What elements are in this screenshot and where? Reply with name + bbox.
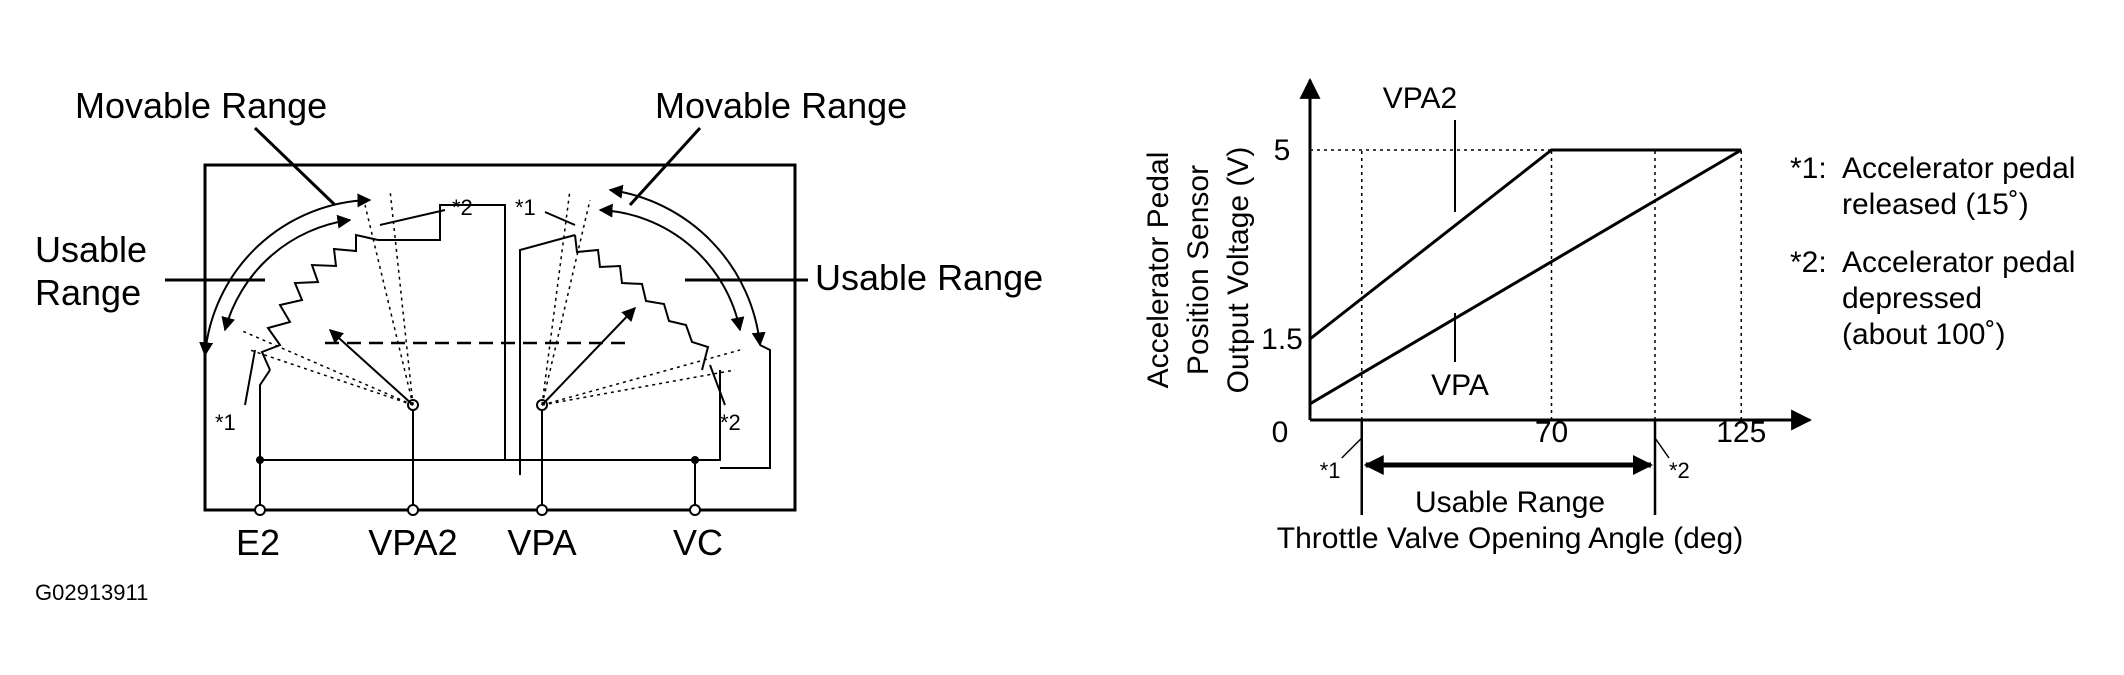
movable-range-label-right: Movable Range [655, 85, 907, 126]
sensor-circuit-diagram: E2 VPA2 VPA VC Movable Range Movable Ran… [35, 85, 1043, 563]
movable-range-arc-left [199, 193, 372, 357]
series-line-vpa2 [1309, 148, 1742, 341]
leader-star1-left [244, 349, 256, 406]
terminal-label-vpa: VPA [507, 522, 576, 563]
star2-label-right: *2 [720, 410, 741, 435]
junction-e2 [256, 456, 264, 464]
marker-leader-1 [1341, 437, 1363, 459]
junction-vc [691, 456, 699, 464]
x-tick-label-0: 0 [1272, 416, 1289, 449]
x-tick-label-125: 125 [1716, 416, 1766, 449]
leader-star1-right [544, 211, 576, 226]
note1-line2: released (15˚) [1842, 188, 2029, 221]
series-label-vpa2: VPA2 [1383, 82, 1458, 115]
wiper-arrow-vpa [541, 306, 636, 406]
usable-range-label-right: Usable Range [815, 257, 1043, 298]
terminal-pins [254, 504, 701, 516]
wiper-arrow-vpa2 [328, 329, 414, 406]
resistor-right [574, 234, 710, 371]
wiring [259, 204, 771, 510]
usable-range-chart-label: Usable Range [1415, 486, 1605, 519]
resistor-left [260, 233, 379, 371]
usable-range-arc-left [221, 214, 352, 332]
star1-label-left: *1 [215, 410, 236, 435]
note2-line3: (about 100˚) [1842, 318, 2005, 351]
note1-mark: *1: [1790, 152, 1827, 185]
y-axis-label-3: Output Voltage (V) [1222, 147, 1255, 394]
y-axis-label-2: Position Sensor [1182, 165, 1215, 375]
star1-label-right: *1 [515, 195, 536, 220]
x-tick-label-70: 70 [1535, 416, 1568, 449]
terminal-label-e2: E2 [236, 522, 280, 563]
series-label-vpa: VPA [1431, 369, 1489, 402]
note1-line1: Accelerator pedal [1842, 152, 2075, 185]
x-axis-label: Throttle Valve Opening Angle (deg) [1277, 522, 1743, 555]
usable-range-label-left-1: Usable [35, 229, 147, 270]
marker-label-1: *1 [1320, 458, 1341, 483]
note2-mark: *2: [1790, 246, 1827, 279]
y-axis-label-1: Accelerator Pedal [1142, 152, 1175, 389]
figure-id: G02913911 [35, 580, 148, 605]
leader-movable-left [253, 126, 337, 207]
terminal-label-vc: VC [673, 522, 723, 563]
y-tick-label-1-5: 1.5 [1261, 323, 1303, 356]
marker-label-2: *2 [1669, 458, 1690, 483]
leader-star2-left [379, 209, 446, 226]
terminal-label-vpa2: VPA2 [368, 522, 457, 563]
sensor-housing [203, 163, 797, 512]
footnotes: *1: Accelerator pedal released (15˚) *2:… [1790, 152, 2075, 351]
usable-range-arc-right [598, 203, 745, 332]
movable-range-label-left: Movable Range [75, 85, 327, 126]
note2-line1: Accelerator pedal [1842, 246, 2075, 279]
star2-label-left: *2 [452, 195, 473, 220]
series-line-vpa [1309, 148, 1743, 406]
leader-movable-right [628, 126, 702, 207]
note2-line2: depressed [1842, 282, 1982, 315]
usable-range-label-left-2: Range [35, 272, 141, 313]
y-tick-label-5: 5 [1274, 134, 1291, 167]
limit-lines [239, 189, 741, 406]
marker-leader-2 [1654, 437, 1670, 459]
leader-star2-right [709, 364, 726, 406]
